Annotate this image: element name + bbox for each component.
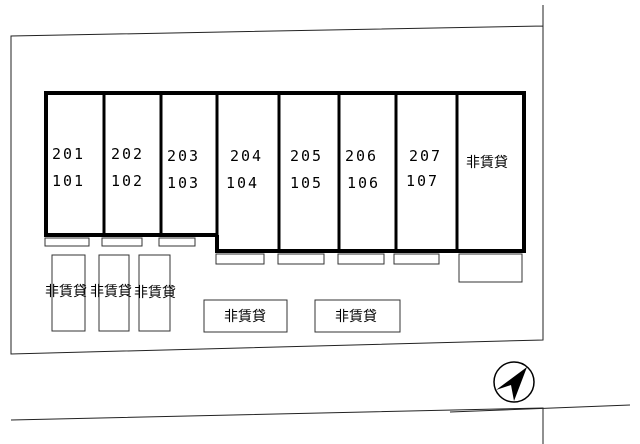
end-unit-label: 非賃貸 (466, 155, 508, 171)
unit-104: 104 (226, 174, 259, 192)
parking-label-4: 非賃貸 (224, 309, 266, 325)
unit-107: 107 (406, 172, 439, 190)
north-arrow-icon (493, 361, 535, 403)
unit-101: 101 (52, 172, 85, 190)
unit-106: 106 (347, 174, 380, 192)
unit-105: 105 (290, 174, 323, 192)
unit-206: 206 (345, 147, 378, 165)
parking-area: 非賃貸 非賃貸 非賃貸 非賃貸 非賃貸 (45, 254, 401, 333)
parking-label-1: 非賃貸 (45, 284, 87, 300)
unit-201: 201 (52, 145, 85, 163)
unit-102: 102 (111, 172, 144, 190)
parking-label-2: 非賃貸 (90, 284, 132, 300)
unit-labels: 201 101 202 102 203 103 204 104 205 105 … (52, 145, 508, 192)
unit-202: 202 (111, 145, 144, 163)
unit-203: 203 (167, 147, 200, 165)
unit-205: 205 (290, 147, 323, 165)
parking-label-5: 非賃貸 (335, 309, 377, 325)
unit-103: 103 (167, 174, 200, 192)
unit-207: 207 (409, 147, 442, 165)
building (44, 91, 526, 253)
parking-label-3: 非賃貸 (134, 285, 176, 301)
unit-204: 204 (230, 147, 263, 165)
site-boundary (10, 5, 631, 444)
balconies (44, 237, 523, 283)
